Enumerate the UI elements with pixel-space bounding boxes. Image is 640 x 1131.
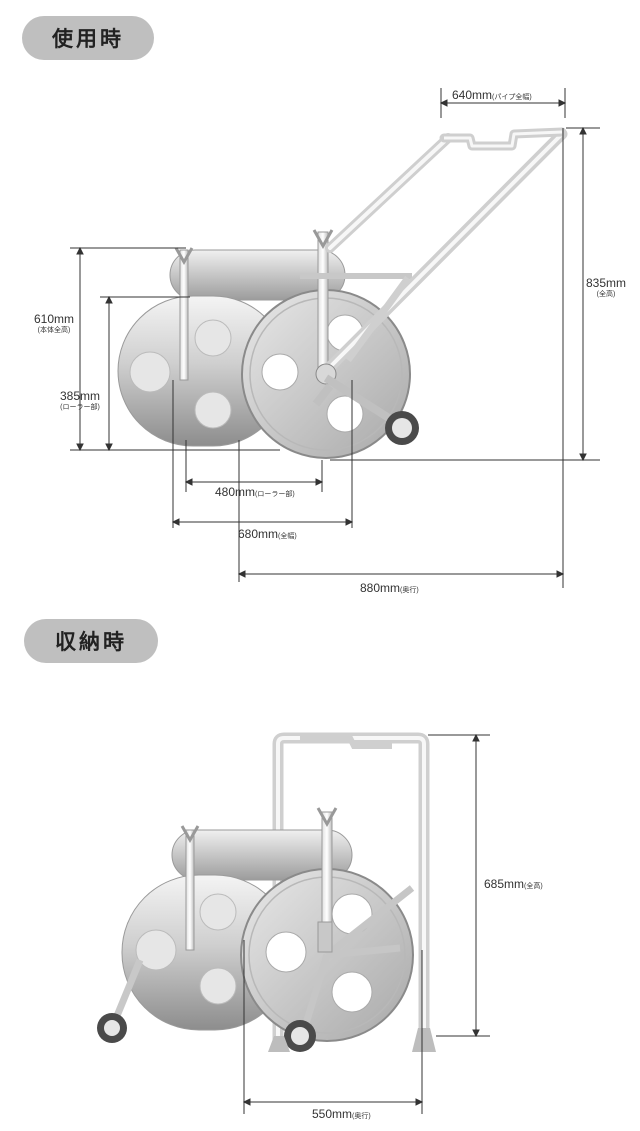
section-title-in-use-text: 使用時: [52, 27, 124, 51]
roller-in-use: [117, 127, 568, 459]
dim-depth-use-note: (奥行): [400, 587, 419, 594]
dim-total-width-value: 680mm: [238, 527, 279, 541]
dim-total-height-use: 835mm (全高): [586, 277, 626, 298]
dim-body-height: 610mm (本体全高): [34, 313, 74, 334]
dim-roller-height: 385mm (ローラー部): [60, 390, 100, 411]
dimension-lines: [70, 88, 600, 1114]
dim-depth-storage: 550mm(奥行): [312, 1108, 371, 1120]
dim-depth-use: 880mm(奥行): [360, 582, 419, 594]
dim-roller-width: 480mm(ローラー部): [215, 486, 295, 498]
dim-total-height-storage: 685mm(全高): [484, 878, 543, 890]
dim-pipe-width-note: (パイプ全幅): [492, 94, 532, 101]
dim-body-height-value: 610mm: [34, 312, 75, 326]
dim-roller-height-note: (ローラー部): [60, 404, 100, 411]
dim-total-height-storage-note: (全高): [524, 883, 543, 890]
dim-total-height-use-note: (全高): [596, 291, 616, 298]
dim-depth-use-value: 880mm: [360, 581, 401, 595]
roller-storage: [97, 732, 436, 1052]
dim-total-width: 680mm(全幅): [238, 528, 297, 540]
dim-total-height-use-value: 835mm: [586, 276, 627, 290]
dim-depth-storage-value: 550mm: [312, 1107, 353, 1121]
dim-total-width-note: (全幅): [278, 533, 297, 540]
dim-roller-height-value: 385mm: [60, 389, 101, 403]
dim-pipe-width: 640mm(パイプ全幅): [452, 89, 532, 101]
section-title-storage-text: 収納時: [55, 630, 127, 654]
dim-depth-storage-note: (奥行): [352, 1113, 371, 1120]
dim-pipe-width-value: 640mm: [452, 88, 493, 102]
section-title-storage: 収納時: [24, 619, 158, 663]
section-title-in-use: 使用時: [22, 16, 154, 60]
dim-total-height-storage-value: 685mm: [484, 877, 525, 891]
dim-body-height-note: (本体全高): [37, 327, 71, 334]
dim-roller-width-note: (ローラー部): [255, 491, 295, 498]
dim-roller-width-value: 480mm: [215, 485, 256, 499]
